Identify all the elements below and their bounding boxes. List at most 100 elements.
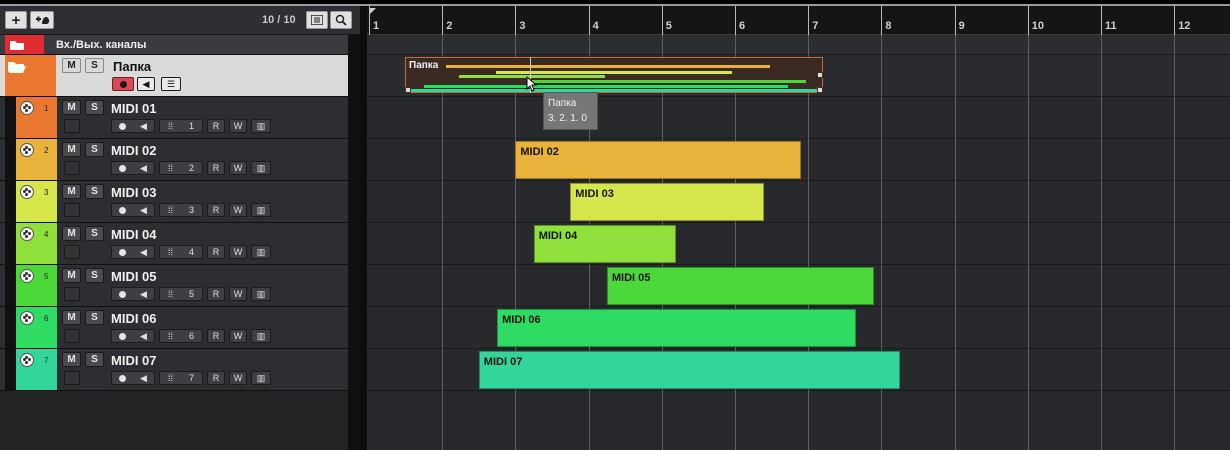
midi-icon (20, 269, 34, 283)
track-visibility-button[interactable] (306, 11, 328, 29)
track-midi[interactable]: 3 M S MIDI 03 ◀ ⁞⁞ 3 R W ▥ (0, 181, 348, 223)
folder-event[interactable]: Папка (405, 57, 823, 93)
track-lane[interactable] (367, 35, 1230, 55)
track-midi[interactable]: 1 M S MIDI 01 ◀ ⁞⁞ 1 R W ▥ (0, 97, 348, 139)
edit-instrument-button[interactable]: ▥ (251, 161, 271, 175)
midi-part[interactable]: MIDI 04 (533, 225, 677, 263)
midi-channel-field[interactable]: ⁞⁞ 2 (159, 161, 203, 175)
read-automation-button[interactable]: R (207, 203, 225, 217)
midi-part[interactable]: MIDI 03 (570, 183, 765, 221)
edit-channel-button[interactable] (64, 329, 80, 343)
write-automation-button[interactable]: W (229, 203, 247, 217)
record-enable-button[interactable] (112, 77, 134, 91)
write-automation-button[interactable]: W (229, 371, 247, 385)
edit-instrument-button[interactable]: ▥ (251, 119, 271, 133)
edit-instrument-button[interactable]: ▥ (251, 203, 271, 217)
midi-part[interactable]: MIDI 02 (515, 141, 801, 179)
track-lane[interactable] (367, 181, 1230, 223)
write-automation-button[interactable]: W (229, 161, 247, 175)
event-handle[interactable] (405, 87, 411, 93)
ruler-bar-line (369, 6, 370, 35)
track-midi[interactable]: 4 M S MIDI 04 ◀ ⁞⁞ 4 R W ▥ (0, 223, 348, 265)
midi-channel-field[interactable]: ⁞⁞ 3 (159, 203, 203, 217)
mute-button[interactable]: M (62, 352, 81, 367)
track-lane[interactable] (367, 97, 1230, 139)
write-automation-button[interactable]: W (229, 287, 247, 301)
read-automation-button[interactable]: R (207, 287, 225, 301)
add-track-from-preset-button[interactable] (30, 11, 54, 29)
track-midi[interactable]: 2 M S MIDI 02 ◀ ⁞⁞ 2 R W ▥ (0, 139, 348, 181)
record-monitor-group[interactable]: ◀ (111, 119, 155, 133)
event-handle[interactable] (817, 87, 823, 93)
midi-part[interactable]: MIDI 06 (497, 309, 856, 347)
track-folder[interactable]: M S Папка ◀ ☰ (0, 55, 348, 97)
track-lane[interactable] (367, 223, 1230, 265)
midi-channel: 5 (188, 289, 194, 299)
mute-button[interactable]: M (62, 100, 81, 115)
solo-button[interactable]: S (85, 58, 104, 73)
record-monitor-group[interactable]: ◀ (111, 203, 155, 217)
track-list-scrollbar[interactable] (348, 35, 360, 450)
edit-instrument-button[interactable]: ▥ (251, 245, 271, 259)
folder-mini-part (532, 80, 806, 83)
read-automation-button[interactable]: R (207, 245, 225, 259)
midi-channel-field[interactable]: ⁞⁞ 1 (159, 119, 203, 133)
midi-channel-field[interactable]: ⁞⁞ 7 (159, 371, 203, 385)
solo-button[interactable]: S (85, 310, 104, 325)
mute-button[interactable]: M (62, 184, 81, 199)
read-automation-button[interactable]: R (207, 161, 225, 175)
monitor-button[interactable]: ◀ (137, 77, 155, 91)
edit-channel-button[interactable] (64, 119, 80, 133)
record-monitor-group[interactable]: ◀ (111, 161, 155, 175)
read-automation-button[interactable]: R (207, 371, 225, 385)
left-locator-icon[interactable] (369, 8, 376, 15)
mute-button[interactable]: M (62, 268, 81, 283)
add-track-button[interactable]: + (5, 11, 27, 29)
mute-button[interactable]: M (62, 58, 81, 73)
edit-channel-button[interactable] (64, 371, 80, 385)
read-automation-button[interactable]: R (207, 329, 225, 343)
track-midi[interactable]: 6 M S MIDI 06 ◀ ⁞⁞ 6 R W ▥ (0, 307, 348, 349)
folder-open-icon[interactable] (7, 60, 27, 74)
mute-button[interactable]: M (62, 310, 81, 325)
edit-instrument-button[interactable]: ▥ (251, 371, 271, 385)
record-monitor-group[interactable]: ◀ (111, 287, 155, 301)
track-midi[interactable]: 7 M S MIDI 07 ◀ ⁞⁞ 7 R W ▥ (0, 349, 348, 391)
edit-instrument-button[interactable]: ▥ (251, 287, 271, 301)
edit-channel-button[interactable] (64, 203, 80, 217)
solo-button[interactable]: S (85, 184, 104, 199)
solo-button[interactable]: S (85, 142, 104, 157)
midi-channel-field[interactable]: ⁞⁞ 6 (159, 329, 203, 343)
record-monitor-group[interactable]: ◀ (111, 245, 155, 259)
mute-button[interactable]: M (62, 226, 81, 241)
track-midi[interactable]: 5 M S MIDI 05 ◀ ⁞⁞ 5 R W ▥ (0, 265, 348, 307)
write-automation-button[interactable]: W (229, 329, 247, 343)
solo-button[interactable]: S (85, 226, 104, 241)
track-io-channels[interactable]: Вх./Вых. каналы (0, 35, 348, 55)
event-handle[interactable] (817, 72, 823, 78)
automation-button[interactable]: ☰ (161, 77, 181, 91)
pane-divider[interactable] (360, 6, 367, 450)
record-monitor-group[interactable]: ◀ (111, 329, 155, 343)
edit-channel-button[interactable] (64, 245, 80, 259)
solo-button[interactable]: S (85, 100, 104, 115)
edit-channel-button[interactable] (64, 161, 80, 175)
edit-channel-button[interactable] (64, 287, 80, 301)
track-list-toolbar: + 10 / 10 (0, 6, 360, 35)
midi-icon (20, 311, 34, 325)
write-automation-button[interactable]: W (229, 245, 247, 259)
midi-part[interactable]: MIDI 05 (606, 267, 875, 305)
midi-part[interactable]: MIDI 07 (478, 351, 900, 389)
edit-instrument-button[interactable]: ▥ (251, 329, 271, 343)
read-automation-button[interactable]: R (207, 119, 225, 133)
mute-button[interactable]: M (62, 142, 81, 157)
midi-channel-field[interactable]: ⁞⁞ 4 (159, 245, 203, 259)
search-track-button[interactable] (330, 11, 352, 29)
solo-button[interactable]: S (85, 268, 104, 283)
solo-button[interactable]: S (85, 352, 104, 367)
midi-channel-field[interactable]: ⁞⁞ 5 (159, 287, 203, 301)
write-automation-button[interactable]: W (229, 119, 247, 133)
record-monitor-group[interactable]: ◀ (111, 371, 155, 385)
